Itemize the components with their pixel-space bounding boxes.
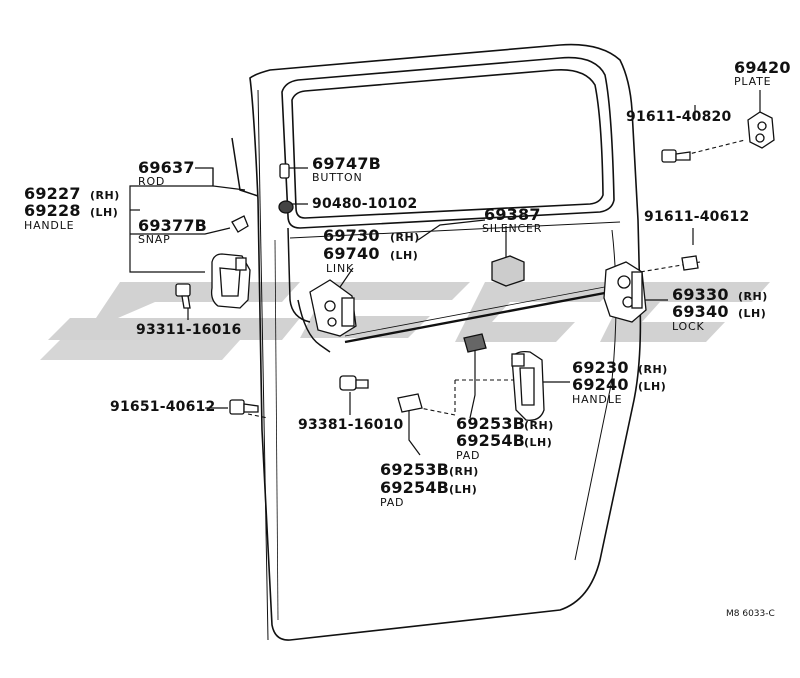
inside-handle-rh-side: (RH) [638,363,668,376]
lock-lh-side: (LH) [738,307,767,320]
plate-part-number: 69420 [734,58,791,77]
silencer-part [491,255,525,287]
inside-handle-name: HANDLE [572,393,623,406]
button-part [279,163,290,179]
watermark-logo [40,282,770,360]
pad-lower-name: PAD [380,496,405,509]
snap-part-number: 69377B [138,216,208,235]
screw-16016-number: 93311-16016 [136,322,242,338]
bolt-40820-number: 91611-40820 [626,109,732,125]
link-part-name: LINK [326,262,355,275]
pad-part-lower [397,393,423,413]
button-part-name: BUTTON [312,171,363,184]
figure-code: M8 6033-C [726,609,775,619]
pad-upper-rh-number: 69253B [456,414,526,433]
door-panel [249,43,642,641]
bolt-40612-lower-number: 91651-40612 [110,399,216,415]
screw-16010-number: 93381-16010 [298,417,404,433]
screw-16010-part [339,375,369,391]
outside-handle-part [210,253,251,309]
outside-handle-name: HANDLE [24,219,75,232]
silencer-part-name: SILENCER [482,222,543,235]
inside-handle-part [511,350,545,421]
pad-upper-name: PAD [456,449,481,462]
pad-lower-lh-side: (LH) [449,483,478,496]
clip-10102-number: 90480-10102 [312,196,418,212]
plate-part [747,111,775,149]
screw-16016-part [175,283,191,309]
pad-upper-lh-number: 69254B [456,431,526,450]
rods [231,137,611,353]
pad-upper-lh-side: (LH) [524,436,553,449]
clip-part [278,200,294,214]
outside-handle-rh-side: (RH) [90,189,120,202]
snap-part-name: SNAP [138,233,171,246]
plate-part-name: PLATE [734,75,772,88]
pad-lower-lh-number: 69254B [380,478,450,497]
pad-part-upper [463,333,487,353]
pad-upper-rh-side: (RH) [524,419,554,432]
lock-part-name: LOCK [672,320,705,333]
button-part-number: 69747B [312,154,382,173]
lock-part [603,261,647,323]
inside-handle-lh-number: 69240 [572,375,629,394]
outside-handle-rh-number: 69227 [24,184,81,203]
lock-rh-side: (RH) [738,290,768,303]
snap-part [231,215,249,233]
rod-part-name: ROD [138,175,166,188]
pad-lower-rh-side: (RH) [449,465,479,478]
lock-rh-number: 69330 [672,285,729,304]
lock-lh-number: 69340 [672,302,729,321]
inside-handle-lh-side: (LH) [638,380,667,393]
link-part [309,279,357,337]
bolt-40612-lower-part [229,399,259,415]
parts [175,111,775,421]
link-rh-number: 69730 [323,226,380,245]
outside-handle-lh-side: (LH) [90,206,119,219]
link-lh-side: (LH) [390,249,419,262]
rod-part-number: 69637 [138,158,195,177]
inside-handle-rh-number: 69230 [572,358,629,377]
link-rh-side: (RH) [390,231,420,244]
bolt-40612-upper-part [681,255,699,271]
bolt-40612-upper-number: 91611-40612 [644,209,750,225]
silencer-part-number: 69387 [484,205,541,224]
bolt-40820-part [661,149,691,163]
outside-handle-lh-number: 69228 [24,201,81,220]
pad-lower-rh-number: 69253B [380,460,450,479]
link-lh-number: 69740 [323,244,380,263]
